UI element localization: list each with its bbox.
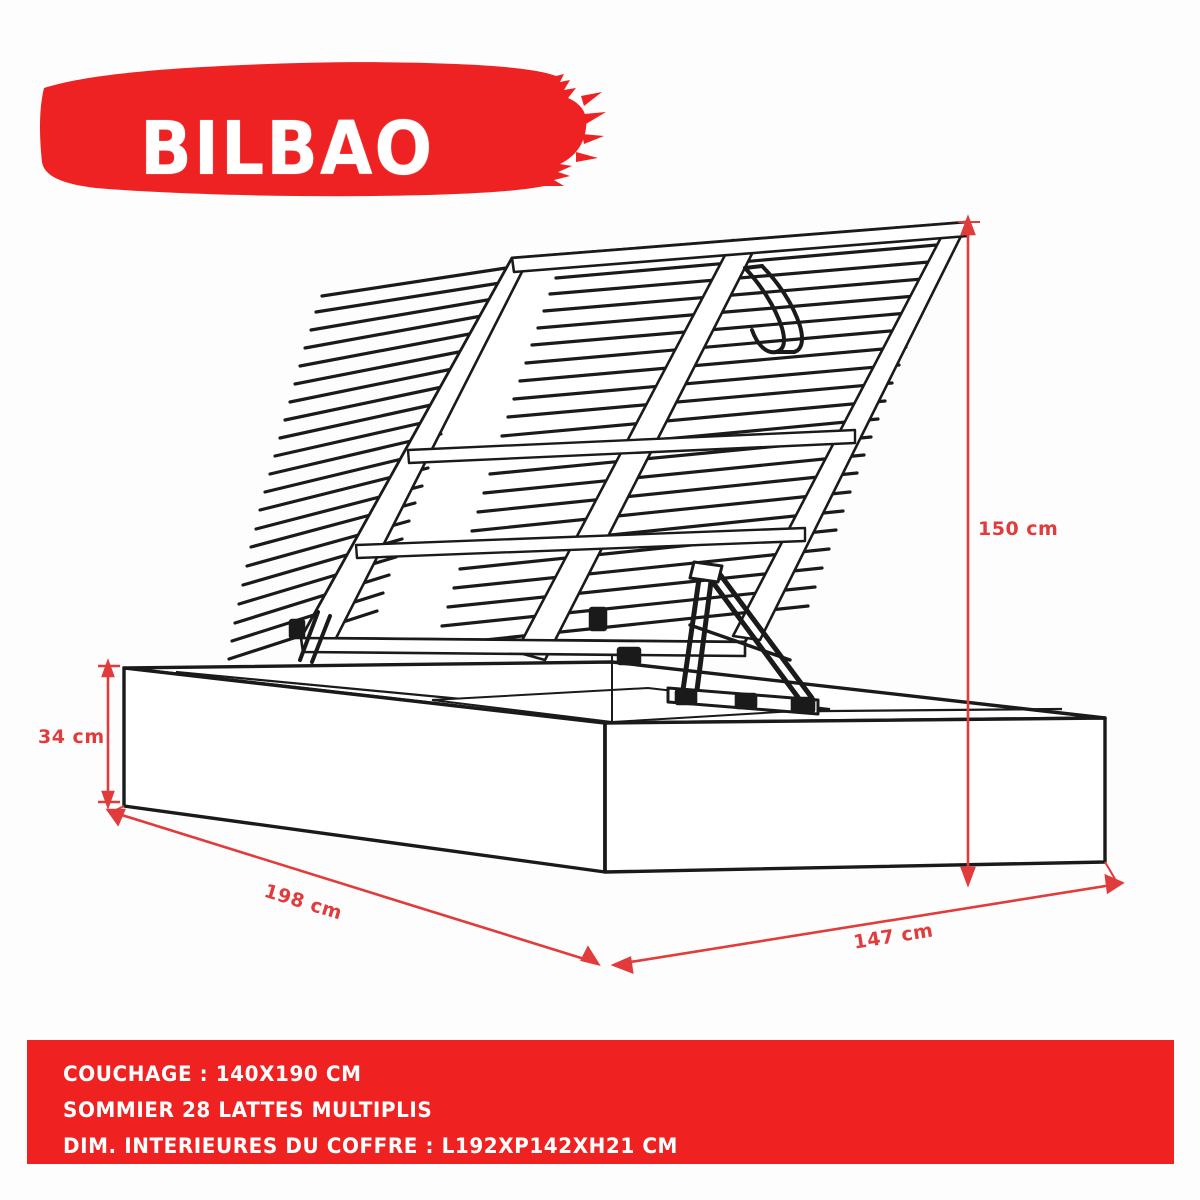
dimension-label-height-open: 150 cm — [978, 518, 1059, 540]
lift-mechanism-secondary — [298, 610, 332, 664]
product-title-banner: BILBAO — [36, 52, 606, 200]
spec-line-dimensions-interieures: DIM. INTERIEURES DU COFFRE : L192XP142XH… — [63, 1134, 678, 1158]
slat-group-left — [227, 266, 508, 661]
slatted-frame — [227, 220, 970, 666]
frame-cross-rails — [354, 428, 857, 560]
spec-line-couchage: COUCHAGE : 140X190 CM — [63, 1062, 362, 1086]
dimension-lines — [98, 214, 1125, 975]
banner-brushstroke-shape — [40, 62, 606, 197]
specifications-bar: COUCHAGE : 140X190 CM SOMMIER 28 LATTES … — [27, 1040, 1174, 1164]
frame-rail-foot — [299, 636, 747, 658]
dimension-line-150 — [958, 214, 980, 888]
lift-mechanism — [666, 560, 820, 716]
page-title: BILBAO — [140, 106, 435, 192]
dimension-line-147 — [610, 873, 1125, 975]
dimension-label-box-height: 34 cm — [38, 726, 105, 748]
spec-line-sommier: SOMMIER 28 LATTES MULTIPLIS — [63, 1098, 433, 1122]
frame-brackets — [288, 606, 642, 666]
dimension-line-198 — [105, 808, 601, 967]
strap-handle — [743, 264, 804, 355]
dimension-line-34 — [98, 658, 120, 810]
